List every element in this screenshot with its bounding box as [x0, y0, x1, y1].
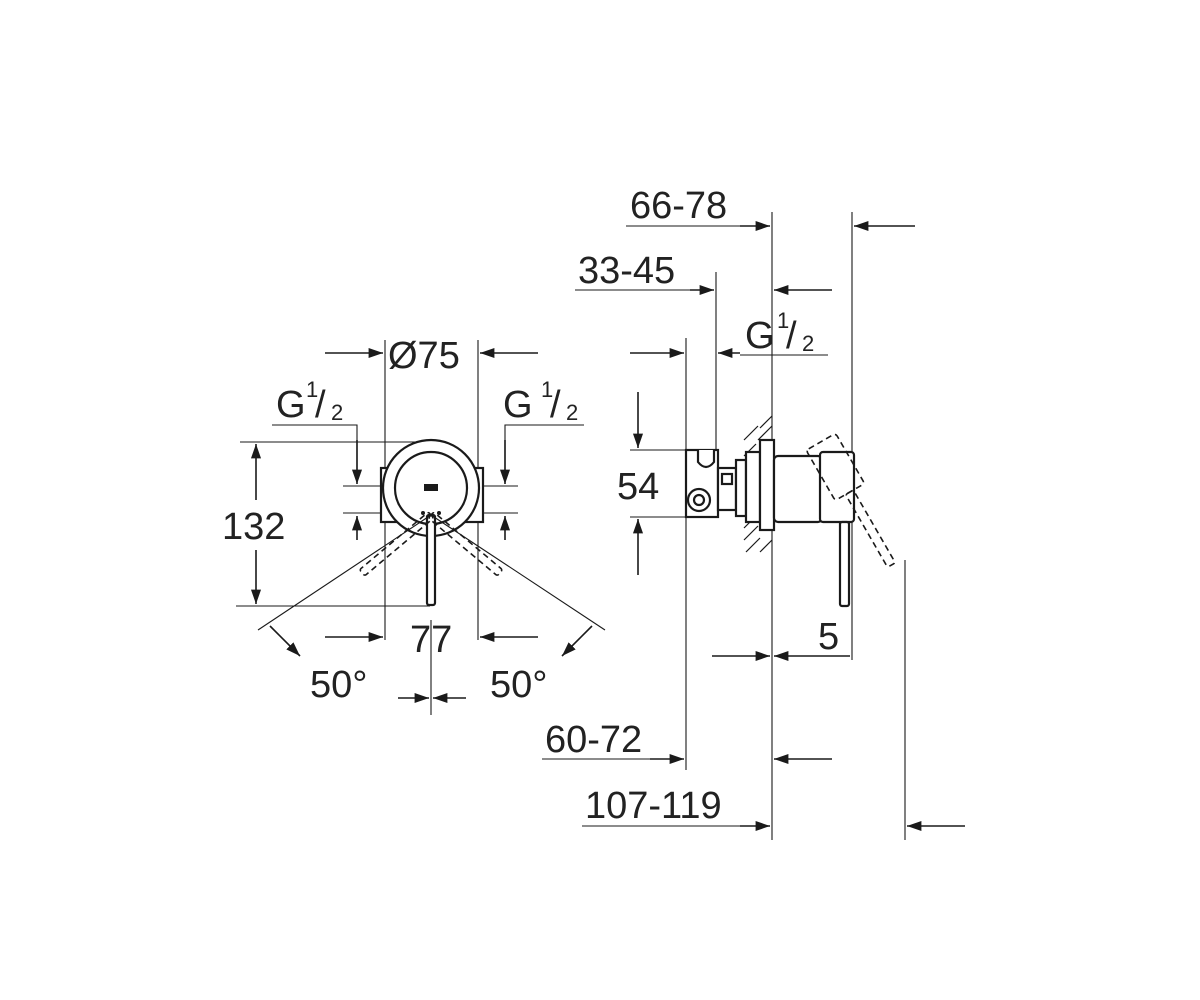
- screw-icon: [421, 511, 425, 515]
- label-thread-left: G: [276, 384, 306, 426]
- label-thread-side-slash: /: [786, 315, 797, 357]
- wall-hatch-2: [757, 425, 773, 441]
- label-thread-left-den: 2: [331, 400, 343, 425]
- lever-handle: [425, 513, 437, 607]
- label-thread-left-num: 1: [306, 377, 318, 402]
- lever-side: [838, 520, 851, 608]
- label-66-78: 66-78: [630, 185, 727, 227]
- label-thread-right-den: 2: [566, 400, 578, 425]
- label-thread-side: G: [745, 315, 775, 357]
- wall-hatch: [759, 415, 773, 429]
- valve-sleeve: [744, 450, 762, 524]
- valve-inlet-top: [696, 450, 716, 469]
- angle-leg-right: [430, 514, 606, 631]
- dim-arrow-angle-left: [269, 625, 301, 657]
- label-thread-left-slash: /: [315, 384, 326, 426]
- handle-body-side: [772, 454, 824, 524]
- label-thread-side-num: 1: [777, 308, 789, 333]
- label-54: 54: [617, 466, 659, 508]
- wall-hatch-3: [743, 425, 759, 441]
- label-60-72: 60-72: [545, 719, 642, 761]
- label-width: 77: [410, 619, 452, 661]
- angle-leg-left: [257, 514, 432, 631]
- dim-arrow-angle-right: [561, 625, 593, 657]
- label-angle-right: 50°: [490, 664, 547, 706]
- label-33-45: 33-45: [578, 250, 675, 292]
- label-107-119: 107-119: [585, 785, 722, 827]
- label-thread-side-den: 2: [802, 331, 814, 356]
- valve-screw-box: [720, 472, 734, 486]
- label-diameter: Ø75: [388, 335, 460, 377]
- valve-outlet-inner: [692, 493, 706, 507]
- label-thread-right-slash: /: [550, 384, 561, 426]
- lever-ghost-side: [806, 433, 896, 568]
- label-angle-left: 50°: [310, 664, 367, 706]
- brand-mark-icon: [424, 484, 438, 491]
- valve-nut: [734, 458, 748, 518]
- handle-head-side: [818, 450, 856, 524]
- label-5: 5: [818, 616, 839, 658]
- label-height: 132: [222, 506, 285, 548]
- screw-icon-2: [437, 511, 441, 515]
- leader-thread-left: [272, 424, 358, 478]
- leader-thread-right: [504, 424, 584, 478]
- wall-hatch-6: [759, 539, 773, 553]
- label-thread-right-num: 1: [541, 377, 553, 402]
- wall-hatch-5: [745, 537, 761, 553]
- front-view: Ø75 G 1 / 2 G 1 / 2 132: [222, 335, 606, 715]
- wall-hatch-4: [743, 525, 759, 541]
- label-thread-right: G: [503, 384, 533, 426]
- rosette-side: [758, 438, 776, 532]
- side-view: 66-78 33-45 G 1 / 2 54: [542, 185, 965, 840]
